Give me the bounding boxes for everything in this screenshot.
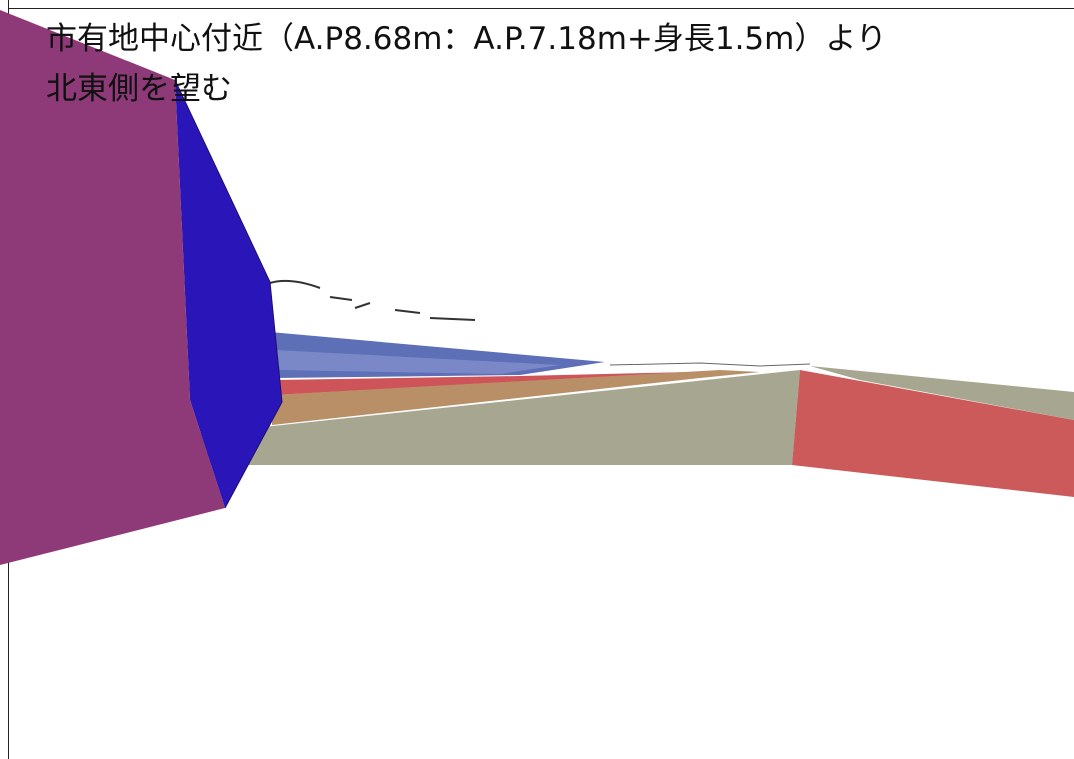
frame-border-top	[8, 8, 1074, 9]
view-caption: 市有地中心付近（A.P8.68m：A.P.7.18m+身長1.5m）より 北東側…	[46, 14, 887, 114]
building-outline	[174, 79, 283, 509]
distant-blue-fan-light	[275, 350, 560, 374]
brown-ground-wedge	[272, 370, 760, 425]
distant-sketch-lines	[269, 279, 476, 321]
building-front-face	[0, 10, 225, 565]
caption-line-2: 北東側を望む	[46, 71, 232, 107]
right-gray-wedge	[810, 366, 1074, 420]
caption-line-1: 市有地中心付近（A.P8.68m：A.P.7.18m+身長1.5m）より	[46, 21, 887, 57]
right-red-ground	[792, 370, 1074, 497]
horizon-dark-line	[609, 362, 811, 367]
building-side-face	[175, 80, 282, 508]
horizon-white-line	[609, 364, 811, 370]
